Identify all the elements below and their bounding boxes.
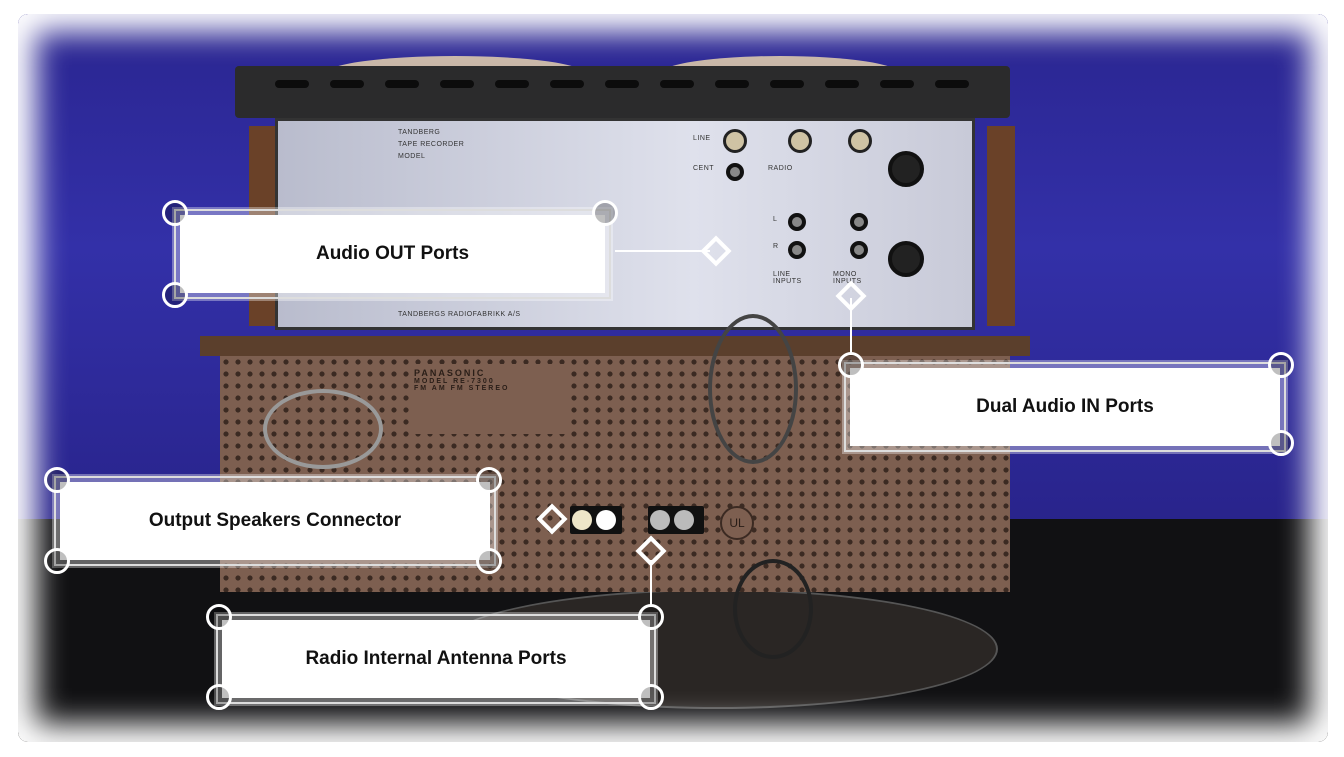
rca-jack <box>788 213 806 231</box>
speaker-socket <box>888 151 924 187</box>
din-socket <box>788 129 812 153</box>
maker-text: TANDBERGS RADIOFABRIKK A/S <box>398 311 521 318</box>
radio-top <box>200 336 1030 356</box>
tape-recorder: TANDBERG TAPE RECORDER MODEL TANDBERGS R… <box>235 56 1015 334</box>
radio-label-plate: PANASONIC MODEL RE-7300 FM AM FM STEREO <box>410 364 570 434</box>
rca-jack <box>726 163 744 181</box>
callout-label: Dual Audio IN Ports <box>976 396 1154 417</box>
mono-inputs-label: MONO INPUTS <box>833 271 862 285</box>
callout-radio-antenna: Radio Internal Antenna Ports <box>216 614 656 704</box>
ornament-icon <box>162 200 188 226</box>
l-label: L <box>773 216 778 223</box>
callout-dual-audio-in: Dual Audio IN Ports <box>844 362 1286 452</box>
gray-cable-coil <box>263 389 383 469</box>
ornament-icon <box>162 282 188 308</box>
ul-mark: UL <box>720 506 754 540</box>
ornament-icon <box>1268 430 1294 456</box>
din-socket <box>723 129 747 153</box>
callout-output-speakers: Output Speakers Connector <box>54 476 496 566</box>
r-label: R <box>773 243 779 250</box>
speaker-terminals <box>570 506 622 534</box>
brand-text: TANDBERG <box>398 129 441 136</box>
callout-label: Radio Internal Antenna Ports <box>305 648 567 669</box>
ornament-icon <box>206 604 232 630</box>
cent-label: CENT <box>693 165 715 172</box>
ornament-icon <box>206 684 232 710</box>
line-label: LINE <box>693 135 711 142</box>
wood-side-right <box>987 126 1015 326</box>
callout-audio-out: Audio OUT Ports <box>174 209 611 299</box>
rca-jack <box>850 241 868 259</box>
antenna-cable-coil <box>733 559 813 659</box>
black-cable-coil <box>708 314 798 464</box>
ornament-icon <box>592 200 618 226</box>
ornament-icon <box>1268 352 1294 378</box>
radio-label: RADIO <box>768 165 793 172</box>
ornament-icon <box>476 548 502 574</box>
tape-recorder-lid <box>235 66 1010 118</box>
leader-line <box>615 250 710 252</box>
leader-line <box>850 298 852 354</box>
ornament-icon <box>44 467 70 493</box>
callout-label: Audio OUT Ports <box>315 243 470 264</box>
rca-jack <box>850 213 868 231</box>
antenna-terminals <box>648 506 704 534</box>
radio-bands: FM AM FM STEREO <box>414 385 510 392</box>
ornament-icon <box>838 352 864 378</box>
ornament-icon <box>638 684 664 710</box>
type-text: TAPE RECORDER <box>398 141 465 148</box>
radio-brand: PANASONIC <box>414 368 486 378</box>
ornament-icon <box>476 467 502 493</box>
din-socket <box>848 129 872 153</box>
rca-jack <box>788 241 806 259</box>
speaker-socket <box>888 241 924 277</box>
radio-model: MODEL RE-7300 <box>414 378 495 385</box>
callout-label: Output Speakers Connector <box>148 510 402 531</box>
model-text: MODEL <box>398 153 426 160</box>
line-inputs-label: LINE INPUTS <box>773 271 802 285</box>
leader-line <box>650 560 652 606</box>
ornament-icon <box>44 548 70 574</box>
ornament-icon <box>638 604 664 630</box>
